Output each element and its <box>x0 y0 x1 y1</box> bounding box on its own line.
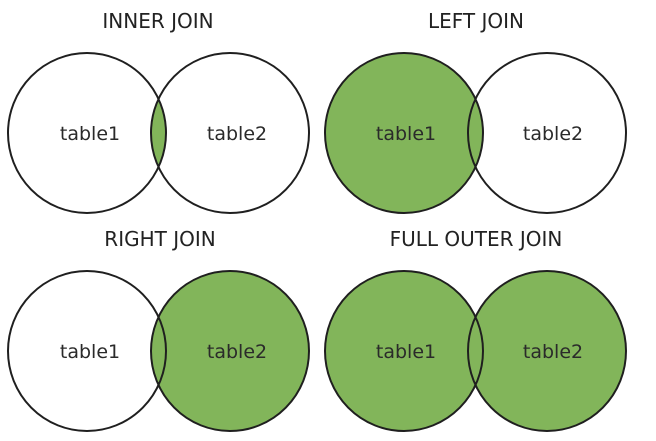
left-circle <box>7 52 167 214</box>
panel-left-join: LEFT JOIN table1 table2 <box>324 9 627 214</box>
panel-title: RIGHT JOIN <box>104 227 215 251</box>
left-circle-fill <box>325 271 483 431</box>
left-circle <box>7 270 167 432</box>
right-set-label: table2 <box>207 123 267 145</box>
right-circle <box>150 270 310 432</box>
left-set-label: table1 <box>376 123 436 145</box>
panel-title: FULL OUTER JOIN <box>390 227 563 251</box>
left-set-label: table1 <box>60 123 120 145</box>
left-circle <box>324 270 484 432</box>
right-set-label: table2 <box>207 341 267 363</box>
right-set-label: table2 <box>523 341 583 363</box>
panel-full-outer-join: FULL OUTER JOIN table1 table2 <box>324 227 627 432</box>
right-circle-fill <box>468 271 626 431</box>
right-circle-fill <box>151 271 309 431</box>
panel-title: LEFT JOIN <box>428 9 524 33</box>
panel-right-join: RIGHT JOIN table1 table2 <box>7 227 310 432</box>
right-set-label: table2 <box>523 123 583 145</box>
panel-inner-join: INNER JOIN table1 table2 <box>7 9 310 214</box>
panel-title: INNER JOIN <box>102 9 213 33</box>
right-circle <box>467 52 627 214</box>
left-set-label: table1 <box>376 341 436 363</box>
left-set-label: table1 <box>60 341 120 363</box>
left-circle-fill <box>325 53 483 213</box>
right-circle <box>467 270 627 432</box>
left-circle <box>324 52 484 214</box>
right-circle <box>150 52 310 214</box>
